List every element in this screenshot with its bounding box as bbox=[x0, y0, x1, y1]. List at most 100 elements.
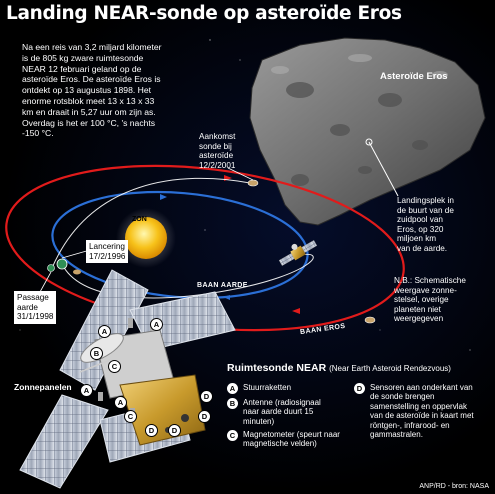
solar-panels-label: Zonnepanelen bbox=[12, 382, 74, 392]
legend-text: Magnetometer (speurt naar bbox=[243, 430, 340, 439]
probe-sensor-deck bbox=[119, 374, 206, 446]
intro-line: ontdekt op 13 augustus 1898. Het bbox=[22, 85, 152, 96]
intro-line: asteroïde Eros. De asteroïde Eros is bbox=[22, 74, 161, 85]
landing-label-line: de buurt van de bbox=[397, 205, 454, 215]
legend-text: de sonde brengen bbox=[370, 392, 435, 402]
note-line: weergave zonne- bbox=[394, 285, 457, 295]
legend-item-d: D Sensoren aan onderkant van de sonde br… bbox=[354, 383, 474, 439]
earth-orbit-arrow bbox=[160, 194, 167, 200]
landing-label-line: miljoen km bbox=[397, 234, 437, 244]
intro-line: NEAR 12 februari geland op de bbox=[22, 63, 142, 74]
launch-pointer bbox=[61, 249, 91, 259]
probe-badge-a: A bbox=[150, 318, 163, 331]
earth-passage-marker bbox=[47, 264, 55, 272]
source-credit: ANP/RD - bron: NASA bbox=[419, 483, 489, 490]
probe-title-text: Ruimtesonde NEAR bbox=[227, 362, 327, 374]
probe-badge-c: C bbox=[108, 360, 121, 373]
landing-label-line: Landingsplek in bbox=[397, 196, 454, 205]
intro-line: -150 °C. bbox=[22, 128, 54, 139]
passage-label: Passage aarde 31/1/1998 bbox=[14, 291, 57, 324]
legend-badge: D bbox=[354, 383, 365, 394]
probe-badge-c: C bbox=[124, 410, 137, 423]
eros-orbit-arrow bbox=[292, 308, 300, 314]
landing-label-line: zuidpool van bbox=[397, 215, 443, 225]
arrival-label-line: sonde bij bbox=[199, 141, 232, 151]
intro-line: km en draait in 5,27 uur om zijn as. bbox=[22, 106, 156, 117]
landing-label: Landingsplek in de buurt van de zuidpool… bbox=[397, 196, 454, 254]
legend-item-c: C Magnetometer (speurt naar magnetische … bbox=[227, 430, 340, 449]
passage-label-line: 31/1/1998 bbox=[17, 312, 54, 322]
legend-text: naar aarde duurt 15 bbox=[243, 407, 314, 417]
sensor bbox=[181, 414, 189, 422]
arrival-label: Aankomst sonde bij asteroïde 12/2/2001 bbox=[199, 132, 235, 170]
legend-text: gammastralen. bbox=[370, 430, 423, 440]
landing-label-line: Eros, op 320 bbox=[397, 224, 444, 234]
passage-label-line: Passage bbox=[17, 293, 49, 302]
legend-item-a: A Stuurraketten bbox=[227, 383, 292, 394]
asteroid-label: Asteroïde Eros bbox=[380, 71, 448, 82]
note-line: stelsel, overige bbox=[394, 295, 449, 305]
thruster bbox=[98, 392, 103, 401]
note-line: planeten niet bbox=[394, 304, 441, 314]
legend-text: Antenne (radiosignaal bbox=[243, 398, 321, 407]
asteroid-eros bbox=[249, 37, 486, 226]
launch-label-line: 17/2/1996 bbox=[89, 251, 126, 261]
intro-line: Overdag is het er 100 °C, 's nachts bbox=[22, 117, 156, 128]
passage-label-line: aarde bbox=[17, 302, 38, 312]
sun bbox=[125, 217, 167, 259]
probe-badge-d: D bbox=[168, 424, 181, 437]
probe-subtitle: (Near Earth Asteroid Rendezvous) bbox=[329, 364, 451, 373]
arrival-label-line: 12/2/2001 bbox=[199, 160, 236, 170]
legend-badge: C bbox=[227, 430, 238, 441]
probe-badge-d: D bbox=[200, 390, 213, 403]
eros-marker-arrival bbox=[247, 179, 259, 187]
probe-badge-b: B bbox=[90, 347, 103, 360]
arrival-label-line: asteroïde bbox=[199, 151, 234, 161]
landing-label-line: van de aarde. bbox=[397, 243, 448, 253]
launch-label: Lancering 17/2/1996 bbox=[86, 240, 129, 264]
legend-text: magnetische velden) bbox=[243, 439, 317, 449]
page-title: Landing NEAR-sonde op asteroïde Eros bbox=[6, 3, 402, 24]
probe-trajectory bbox=[61, 253, 314, 299]
passage-pointer bbox=[39, 271, 52, 293]
probe-badge-a: A bbox=[114, 396, 127, 409]
probe-small bbox=[278, 240, 318, 266]
arrival-pointer bbox=[227, 167, 254, 181]
eros-marker bbox=[364, 316, 376, 324]
magnetometer-boom bbox=[79, 359, 111, 373]
solar-panel bbox=[19, 394, 109, 489]
legend-text: samenstelling en oppervlak bbox=[370, 401, 467, 411]
sun-label: ZON bbox=[132, 216, 147, 223]
probe-trajectory bbox=[51, 177, 251, 269]
launch-label-line: Lancering bbox=[89, 242, 125, 251]
arrival-label-line: Aankomst bbox=[199, 132, 236, 141]
note-line: N.B.: Schematische bbox=[394, 276, 466, 285]
earth-orbit-label: BAAN AARDE bbox=[197, 282, 248, 289]
legend-item-b: B Antenne (radiosignaal naar aarde duurt… bbox=[227, 398, 321, 426]
earth-launch-marker bbox=[56, 258, 68, 270]
legend-text: Stuurraketten bbox=[243, 383, 292, 392]
probe-badge-d: D bbox=[198, 410, 211, 423]
probe-badge-a: A bbox=[98, 325, 111, 338]
intro-text: Na een reis van 3,2 miljard kilometer is… bbox=[22, 42, 190, 139]
eros-marker bbox=[73, 269, 81, 275]
note-line: weergegeven bbox=[394, 314, 444, 324]
legend-text: minuten) bbox=[243, 416, 275, 426]
legend-text: van de asteroïde in kaart met bbox=[370, 411, 474, 421]
intro-line: enorme rotsblok meet 13 x 13 x 33 bbox=[22, 95, 155, 106]
legend-badge: A bbox=[227, 383, 238, 394]
landing-spot-marker bbox=[365, 138, 373, 146]
legend-badge: B bbox=[227, 398, 238, 409]
probe-badge-a: A bbox=[80, 384, 93, 397]
landing-pointer-line bbox=[368, 141, 399, 197]
earth-orbit-arrow bbox=[223, 295, 230, 300]
intro-line: Na een reis van 3,2 miljard kilometer bbox=[22, 42, 162, 52]
legend-text: Sensoren aan onderkant van bbox=[370, 383, 473, 392]
probe-title: Ruimtesonde NEAR (Near Earth Asteroid Re… bbox=[227, 362, 451, 374]
thruster bbox=[128, 318, 133, 328]
schematic-note: N.B.: Schematische weergave zonne- stels… bbox=[394, 276, 466, 324]
legend-text: röntgen-, infrarood- en bbox=[370, 420, 450, 430]
intro-line: is de 805 kg zware ruimtesonde bbox=[22, 52, 144, 63]
